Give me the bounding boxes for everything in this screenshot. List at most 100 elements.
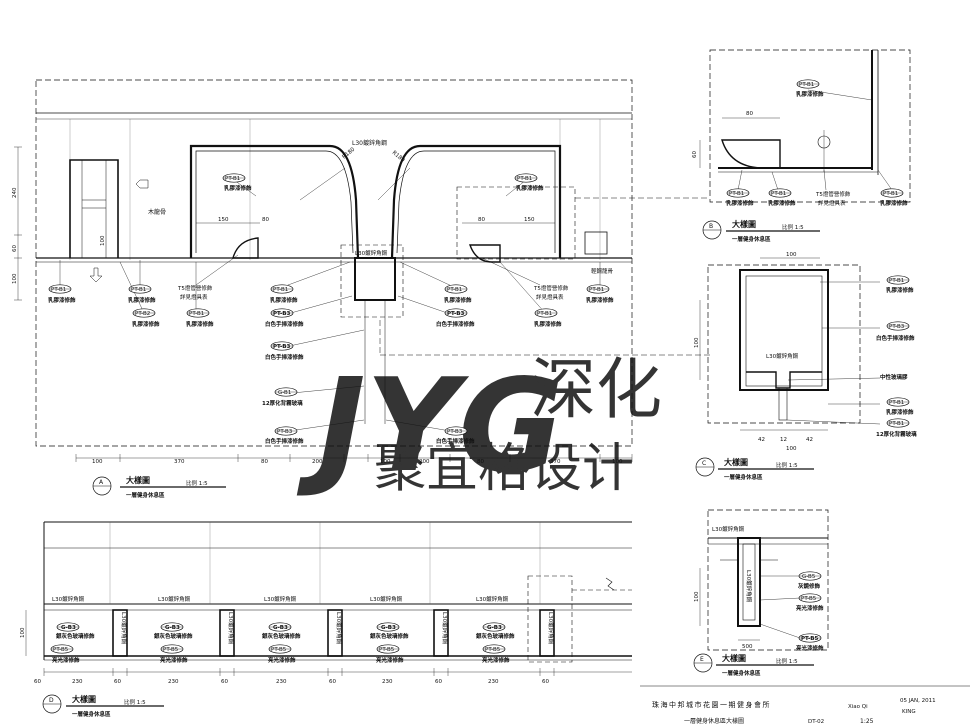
label-white-paint: 白色手掃漆修飾 [265,353,304,361]
detail-b-boundary [709,49,911,203]
title-b: B 大樣圖 比例 1:5 一層健身休息區 [702,219,820,243]
elev-d-paint-label: 亮光漆修飾 [482,656,510,664]
label-latex: 乳膠漆修飾 [132,320,160,328]
dim-inner: 150 [218,217,229,223]
title-e-scale: 比例 1:5 [776,657,798,665]
title-block-project: 珠海中邦城市花園一期健身會所 [652,700,771,709]
elev-d-dim: 230 [276,679,287,685]
label-t5-left-1: T5燈管營修飾 [177,284,213,292]
elevation-d-text: L30鍍鋅角鋼 L30鍍鋅角鋼 L30鍍鋅角鋼 L30鍍鋅角鋼 L30鍍鋅角鋼 … [20,595,555,718]
detail-e-dim-bottom: 500 [742,644,753,650]
detail-c-frosted-glass: 12厚化背霧玻璃 [876,430,917,438]
tag-pt-b1: PT-B1 [273,287,288,293]
title-block-scale: 1:25 [860,718,874,725]
detail-c-tag: PT-B1 [889,421,904,427]
title-block: 珠海中邦城市花園一期健身會所 一層健身休息區大樣圖 Xiao Qi 05 JAN… [640,685,970,725]
label-frosted-glass: 12厚化背霧玻璃 [262,399,303,407]
elev-d-paint-label: 亮光漆修飾 [376,656,404,664]
elev-d-angle: L30鍍鋅角鋼 [476,595,509,603]
detail-e-tag-paint-2: PT-B5 [801,636,818,642]
tag-pt-b1: PT-B1 [447,287,462,293]
tag-pt-b3: PT-B3 [447,311,464,317]
dim-bottom: 100 [92,459,103,465]
label-t5-left-2: 詳見燈具表 [180,293,208,301]
detail-b-tag: PT-B1 [771,191,786,197]
detail-c-boundary [707,264,861,424]
tag-pt-b3: PT-B3 [273,344,290,350]
elev-d-dim: 60 [34,679,41,685]
title-block-drawing: 一層健身休息區大樣圖 [684,717,744,725]
elev-d-tag-glass: G-B3 [61,625,76,631]
dim-v-240: 240 [12,187,18,198]
elev-d-angle: L30鍍鋅角鋼 [158,595,191,603]
dim-inner: 150 [524,217,535,223]
detail-e-paint-label: 亮光漆修飾 [796,644,824,652]
elev-d-dim: 230 [168,679,179,685]
title-c-scale: 比例 1:5 [776,461,798,469]
title-a: A 大樣圖 比例 1:5 一層健身休息區 [92,475,226,499]
label-latex: 乳膠漆修飾 [534,320,562,328]
dim-bottom: 80 [261,459,268,465]
detail-b-tag: PT-B1 [883,191,898,197]
label-white-paint: 白色手掃漆修飾 [265,437,304,445]
tag-pt-b2: PT-B2 [135,311,150,317]
detail-b-text: PT-B1 乳膠漆修飾 PT-B1 乳膠漆修飾 PT-B1 乳膠漆修飾 T5燈管… [692,79,908,243]
label-latex: 乳膠漆修飾 [444,296,472,304]
detail-c [699,257,881,431]
title-e: E 大樣圖 比例 1:5 一層健身休息區 [693,653,814,677]
dim-inner: 80 [262,217,269,223]
label-white-paint: 白色手掃漆修飾 [436,320,475,328]
elev-d-tag-glass: G-B3 [487,625,502,631]
title-block-checked: KING [902,709,916,715]
elev-d-dim: 230 [72,679,83,685]
detail-e-dim-side: 100 [694,591,700,602]
detail-c-dim-bottom: 42 [758,437,765,443]
elev-d-vertical: L30鍍鋅角鋼 [547,612,555,645]
title-c-text: 大樣圖 [724,457,748,467]
dim-bottom: 200 [419,459,430,465]
elev-d-vertical: L30鍍鋅角鋼 [227,612,235,645]
watermark-line1: 深化 [530,351,662,428]
detail-c-center-angle: L30鍍鋅角鋼 [766,352,799,360]
elev-d-tag-glass: G-B3 [165,625,180,631]
title-a-subtitle: 一層健身休息區 [126,491,165,499]
elev-d-dim: 60 [435,679,442,685]
elev-d-tag-paint: PT-B5 [485,647,501,653]
elevation-d [25,521,632,676]
label-latex: 乳膠漆修飾 [270,296,298,304]
label-t5-right-2: 詳見燈具表 [536,293,564,301]
label-latex: 乳膠漆修飾 [128,296,156,304]
label-white-paint: 白色手掃漆修飾 [265,320,304,328]
tag-pt-b1: PT-B1 [517,176,532,182]
elev-d-dim: 60 [329,679,336,685]
label-r180-right: R180 [391,150,406,164]
detail-e [699,509,829,651]
dim-bottom: 370 [550,459,561,465]
elev-d-dim: 60 [542,679,549,685]
detail-b-t5-2: 詳見燈具表 [818,199,846,207]
detail-e-paint-label: 亮光漆修飾 [796,604,824,612]
elev-d-dim: 230 [488,679,499,685]
title-d-ref: D [49,697,54,704]
elev-d-glass-label: 銀灰色玻璃修飾 [154,632,193,640]
elev-d-angle: L30鍍鋅角鋼 [52,595,85,603]
label-t5-right-1: T5燈管營修飾 [533,284,569,292]
detail-e-glass-label: 灰鏡修飾 [798,582,821,590]
detail-c-white-paint: 白色手掃漆修飾 [876,334,915,342]
detail-c-latex: 乳膠漆修飾 [886,286,914,294]
tag-pt-b3: PT-B3 [447,429,463,435]
label-white-paint: 白色手掃漆修飾 [436,437,475,445]
tag-pt-b1: PT-B1 [51,287,66,293]
detail-c-dim-top: 100 [786,252,797,258]
title-c-ref: C [702,460,706,467]
detail-b-t5-1: T5燈管營修飾 [815,190,851,198]
label-latex: 乳膠漆修飾 [186,320,214,328]
elev-d-paint-label: 亮光漆修飾 [52,656,80,664]
label-latex: 乳膠漆修飾 [516,184,544,192]
title-d-scale: 比例 1:5 [124,698,146,706]
elev-d-vertical: L30鍍鋅角鋼 [120,612,128,645]
detail-b-latex: 乳膠漆修飾 [796,90,824,98]
detail-b-tag: PT-B1 [729,191,744,197]
dim-inner: 80 [478,217,485,223]
elev-d-angle: L30鍍鋅角鋼 [264,595,297,603]
